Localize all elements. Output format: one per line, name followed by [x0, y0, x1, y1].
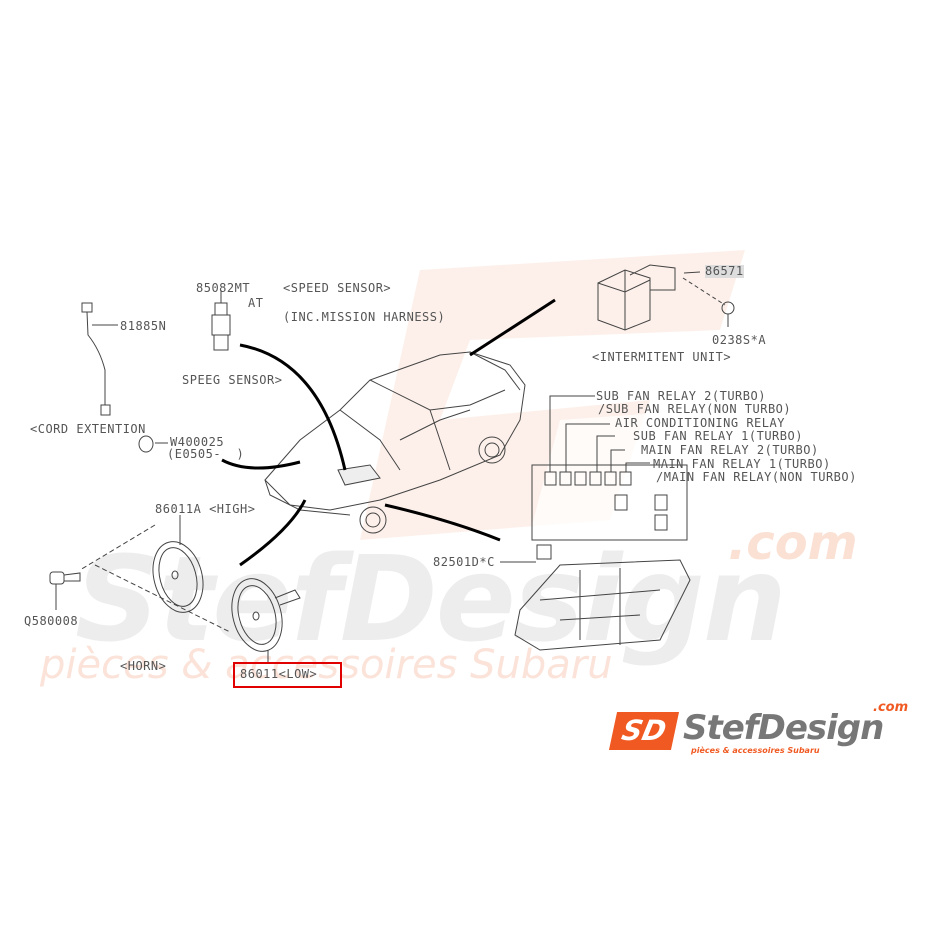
logo-domain: .com: [873, 700, 909, 715]
relay-label: MAIN FAN RELAY 2(TURBO): [641, 443, 819, 457]
speeg-sensor-label: SPEEG SENSOR>: [182, 373, 283, 387]
speed-sensor-at-label: AT: [248, 296, 264, 310]
horn-title: <HORN>: [120, 659, 167, 673]
speed-sensor-title: <SPEED SENSOR>: [283, 281, 392, 295]
nut-part-number[interactable]: 0238S*A: [712, 333, 767, 347]
oring-sub-label: (E0505- ): [167, 447, 245, 461]
logo-brand: StefDesign: [683, 708, 884, 748]
speed-sensor-part-number[interactable]: 85082MT: [196, 281, 251, 295]
watermark-domain: .com: [728, 515, 858, 571]
car-illustration: [264, 351, 526, 534]
relay-part-number[interactable]: 82501D*C: [433, 555, 495, 569]
cord-part-number[interactable]: 81885N: [120, 319, 167, 333]
relay-label: /SUB FAN RELAY(NON TURBO): [598, 402, 792, 416]
mission-harness-note: (INC.MISSION HARNESS): [283, 310, 446, 324]
highlight-box: [233, 662, 342, 688]
relay-slots: [544, 471, 668, 531]
oring-part-number[interactable]: W400025: [170, 435, 225, 449]
logo-mark: SD: [608, 712, 680, 750]
relay-label: SUB FAN RELAY 2(TURBO): [596, 389, 766, 403]
intermitent-part-number[interactable]: 86571: [705, 264, 744, 278]
horn-low-part-number[interactable]: 86011<LOW>: [240, 667, 318, 681]
cord-extention-label: <CORD EXTENTION: [30, 422, 146, 436]
stefdesign-logo: SD StefDesign .com pièces & accessoires …: [608, 700, 918, 756]
intermitent-unit-label: <INTERMITENT UNIT>: [592, 350, 732, 364]
horn-high-part-number[interactable]: 86011A <HIGH>: [155, 502, 256, 516]
bolt-part-number[interactable]: Q580008: [24, 614, 79, 628]
logo-tagline: pièces & accessoires Subaru: [691, 746, 820, 755]
relay-label: AIR CONDITIONING RELAY: [615, 416, 785, 430]
relay-label: /MAIN FAN RELAY(NON TURBO): [656, 470, 857, 484]
relay-label: SUB FAN RELAY 1(TURBO): [633, 429, 803, 443]
relay-label: MAIN FAN RELAY 1(TURBO): [653, 457, 831, 471]
